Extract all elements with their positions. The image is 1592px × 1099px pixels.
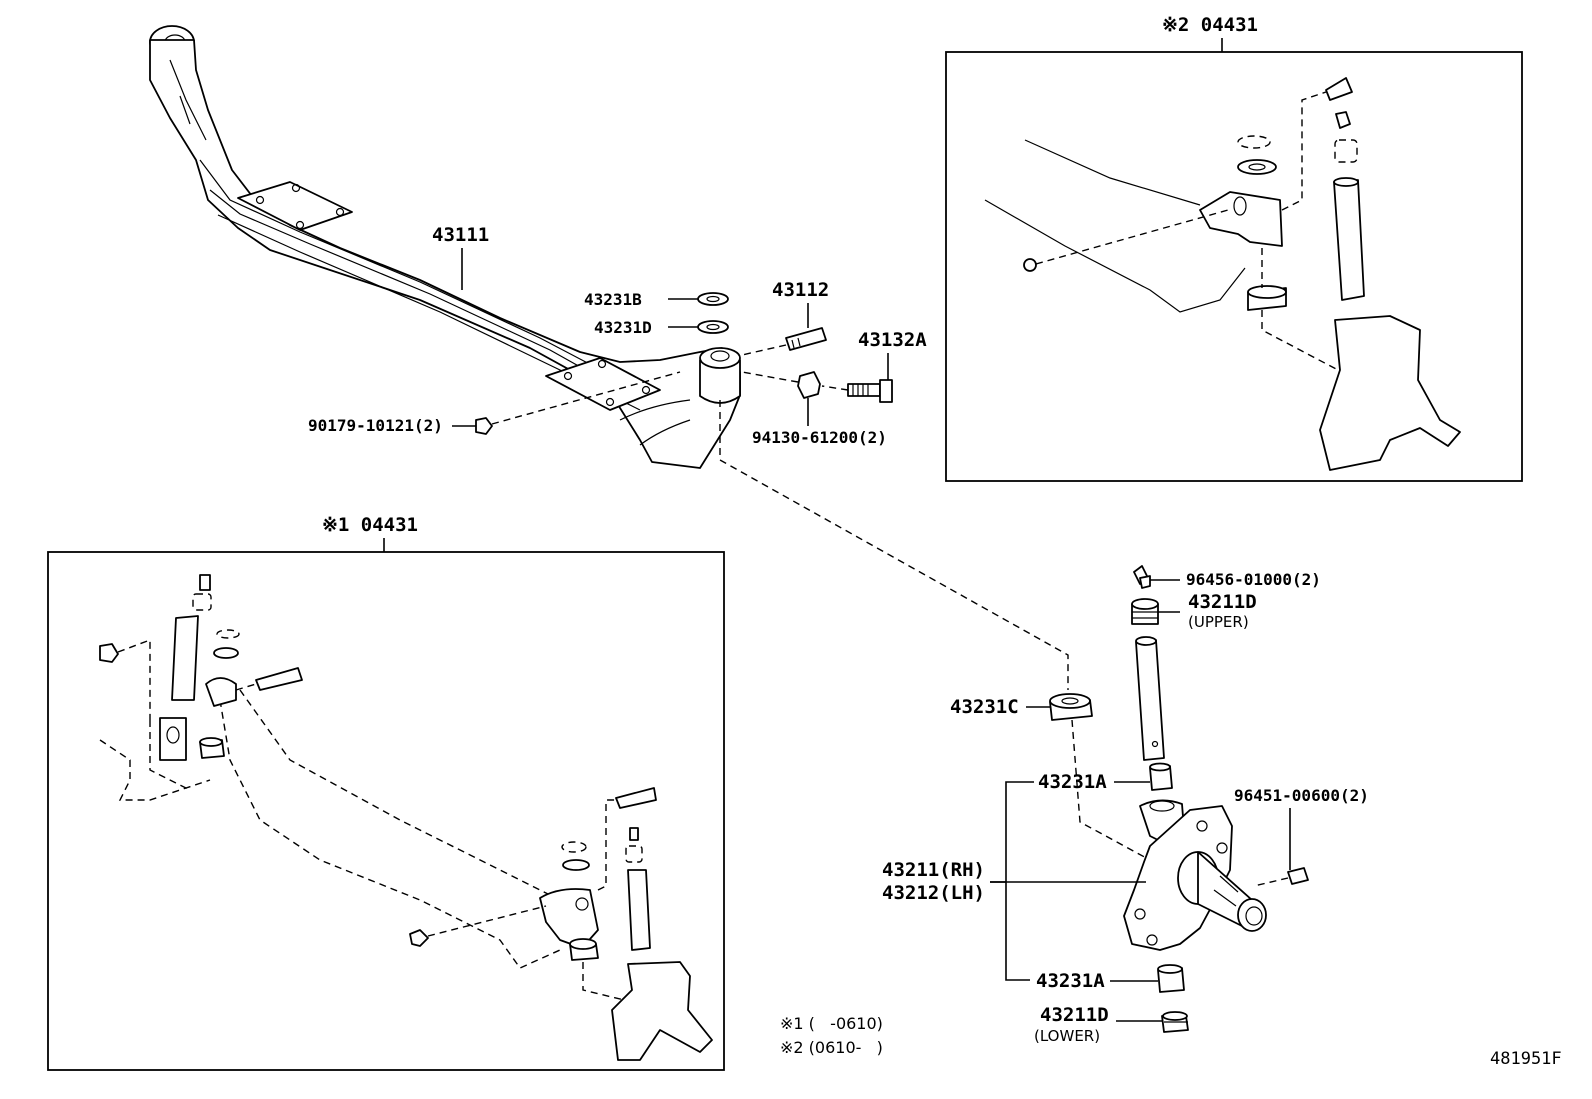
label-43212-lh: 43212(LH) [882,882,985,904]
nut-94130 [797,371,821,399]
washer-43231b [697,292,729,306]
label-43211d-lower: 43211D [1040,1004,1109,1026]
label-lower: (LOWER) [1034,1027,1100,1045]
washer-43231d [697,320,729,334]
label-43231d: 43231D [594,318,652,337]
inset1-box [47,551,725,1071]
label-43211-rh: 43211(RH) [882,859,985,881]
bushing-43211d-upper [1131,598,1159,625]
label-96456: 96456-01000(2) [1186,570,1321,589]
bushing-43231a-bottom [1157,964,1185,993]
label-43231b: 43231B [584,290,642,309]
label-43231a-bottom: 43231A [1036,970,1105,992]
figure-ref: 481951F [1490,1049,1562,1069]
note-2: ※2 (0610- ) [780,1038,883,1057]
bushing-43231a-top [1149,762,1173,791]
label-43211d-upper: 43211D [1188,591,1257,613]
label-43231a-top: 43231A [1038,771,1107,793]
bearing-43231c [1049,693,1093,721]
grease-fitting-96451 [1287,867,1309,885]
label-43112: 43112 [772,279,829,301]
inset2-title: ※2 04431 [1162,14,1258,36]
axle-beam [149,25,741,469]
label-96451: 96451-00600(2) [1234,786,1369,805]
label-90179: 90179-10121(2) [308,416,443,435]
steering-knuckle [1123,799,1267,951]
label-94130: 94130-61200(2) [752,428,887,447]
bolt-43132a [847,379,893,403]
inset1-title: ※1 04431 [322,514,418,536]
inset2-box [945,51,1523,482]
lock-pin-43112 [785,327,827,351]
label-43111: 43111 [432,224,489,246]
nut-90179 [475,417,493,435]
label-upper: (UPPER) [1188,613,1249,631]
label-43132a: 43132A [858,329,927,351]
inset1-drawing [99,574,713,1061]
grease-fitting-96456 [1133,565,1151,589]
label-43231c: 43231C [950,696,1019,718]
bushing-43211d-lower [1161,1011,1189,1033]
king-pin [1135,636,1165,761]
note-1: ※1 ( -0610) [780,1014,883,1033]
inset2-drawing [984,77,1461,471]
